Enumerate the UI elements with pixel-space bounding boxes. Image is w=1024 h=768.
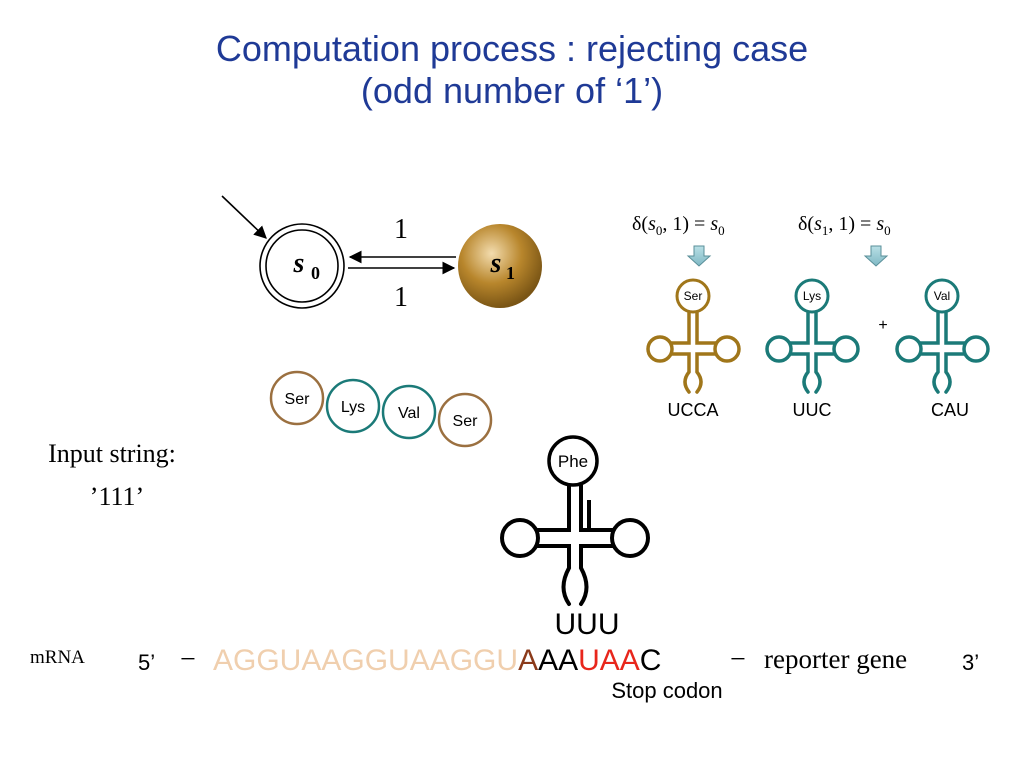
trna-lys-amino: Lys <box>803 289 821 303</box>
mrna-sequence: AGGUAAGGUAAGGUAAAUAAC <box>213 644 661 677</box>
trna-phe: Phe UUU <box>500 435 650 641</box>
trna-ser-anticodon: UCCA <box>667 400 718 420</box>
plus-sign: + <box>878 317 887 334</box>
state-s1-letter: s <box>490 248 502 279</box>
svg-text:Ser: Ser <box>285 391 311 408</box>
title-line-2: (odd number of ‘1’) <box>360 70 664 111</box>
trna-lys-loop <box>794 278 830 314</box>
trna-phe-loop <box>547 435 599 487</box>
peptide-lys: Lys <box>325 378 381 434</box>
edge-bottom-label: 1 <box>394 282 408 313</box>
state-s0-sub: 0 <box>311 263 320 283</box>
mrna-reporter-gene: reporter gene <box>764 644 907 674</box>
start-arrow <box>221 195 267 239</box>
input-label: Input string: <box>48 439 176 468</box>
mrna-label: mRNA <box>30 647 85 668</box>
svg-text:Lys: Lys <box>341 399 365 416</box>
peptide-val: Val <box>381 384 437 440</box>
trna-val-anticodon: CAU <box>931 400 969 420</box>
state-s0: s 0 <box>259 223 345 309</box>
state-s1-sub: 1 <box>506 263 515 283</box>
title-line-1: Computation process : rejecting case <box>215 28 809 69</box>
trna-phe-anticodon: UUU <box>555 608 620 641</box>
trna-ser-loop <box>675 278 711 314</box>
down-arrow-1 <box>686 245 712 267</box>
mrna-three-prime: 3’ <box>962 650 979 675</box>
trna-lys: Lys UUC <box>765 278 860 420</box>
state-s0-letter: s <box>293 248 305 279</box>
trna-val-amino: Val <box>934 289 950 303</box>
mrna-dash-right: − <box>730 644 746 675</box>
mrna-dash-left: − <box>180 644 196 675</box>
svg-text:Ser: Ser <box>453 413 479 430</box>
trna-val: Val CAU <box>895 278 990 420</box>
peptide-chain: Ser Lys Val Ser <box>269 370 493 448</box>
trna-lys-anticodon: UUC <box>793 400 832 420</box>
input-value: ’111’ <box>90 482 144 511</box>
trna-phe-amino: Phe <box>558 452 588 471</box>
trna-ser-amino: Ser <box>684 289 703 303</box>
peptide-ser-2: Ser <box>437 392 493 448</box>
mrna-five-prime: 5’ <box>138 650 155 675</box>
stop-codon-label: Stop codon <box>611 678 722 703</box>
page-title: Computation process : rejecting case (od… <box>0 28 1024 112</box>
down-arrow-2 <box>863 245 889 267</box>
trna-ser: Ser UCCA <box>646 278 741 420</box>
state-s1: s 1 <box>458 224 542 308</box>
svg-text:Val: Val <box>398 405 420 422</box>
trna-val-loop <box>924 278 960 314</box>
automaton: s 0 s 1 1 1 <box>221 195 542 313</box>
transition-1: δ(s0, 1) = s0 <box>632 213 725 238</box>
peptide-ser-1: Ser <box>269 370 325 426</box>
edge-top-label: 1 <box>394 214 408 245</box>
transition-2: δ(s1, 1) = s0 <box>798 213 891 238</box>
